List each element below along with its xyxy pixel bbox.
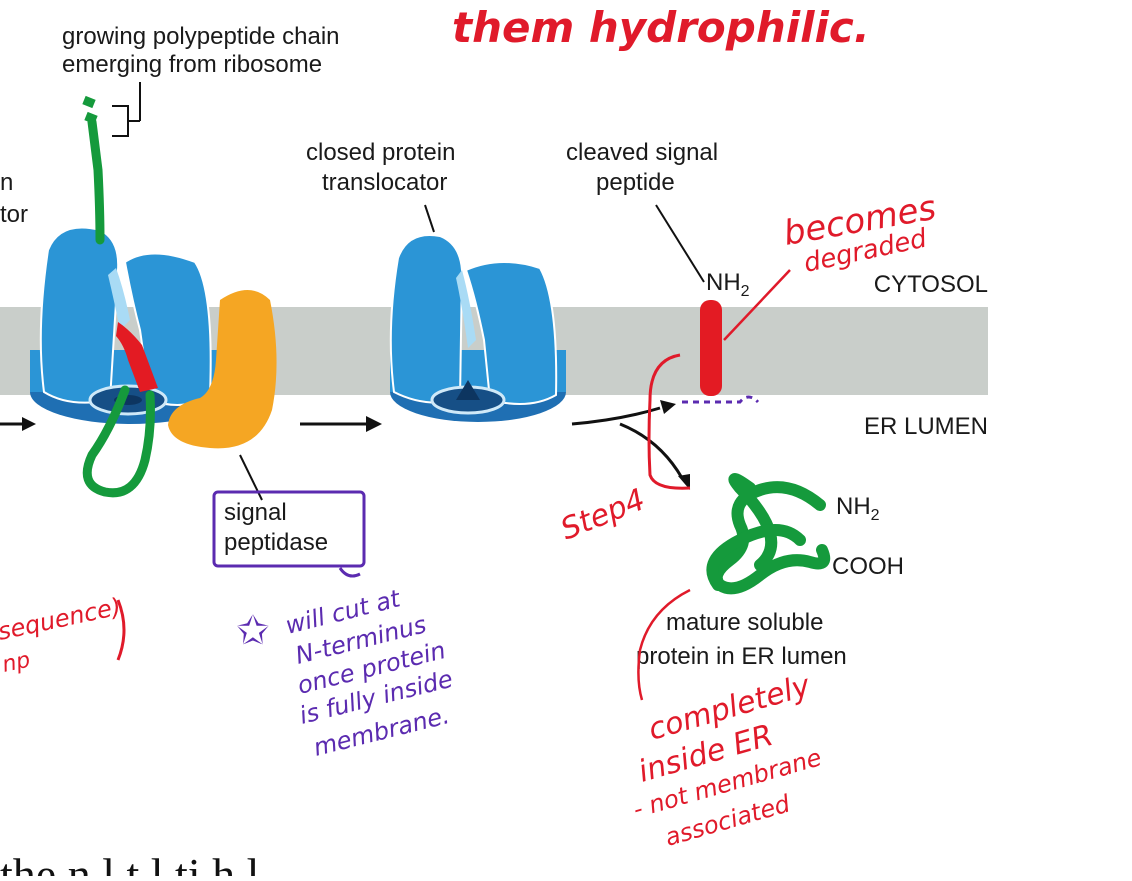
signal-peptidase-shape — [168, 290, 277, 449]
growing-chain-top — [87, 117, 105, 245]
label-mature-1: mature soluble — [666, 609, 823, 636]
chain-dash-1 — [82, 95, 96, 109]
chain-dash-2 — [84, 111, 98, 125]
label-signal-peptidase-1: signal — [224, 499, 287, 526]
bottom-caption: the n l t l ti h l — [0, 849, 259, 876]
arrows — [0, 400, 690, 490]
label-er-lumen: ER LUMEN — [864, 413, 988, 440]
label-cooh: COOH — [832, 553, 904, 580]
label-closed-translocator-1: closed protein — [306, 139, 455, 166]
annotation-red-left-2: np — [0, 648, 33, 678]
label-cytosol: CYTOSOL — [874, 271, 988, 298]
label-nh2-right: NH2 — [836, 493, 880, 524]
label-growing-chain-2: emerging from ribosome — [62, 51, 322, 78]
red-bracket-step4 — [647, 353, 691, 490]
label-cleaved-signal-2: peptide — [596, 169, 675, 196]
mature-protein-loop — [706, 524, 806, 591]
annotation-red-step4: Step4 — [556, 482, 650, 547]
label-left-partial-1: n — [0, 169, 13, 196]
chain-loop — [82, 385, 155, 498]
purple-box — [212, 490, 366, 568]
label-signal-peptidase-2: peptidase — [224, 529, 328, 556]
label-nh2-top: NH2 — [706, 269, 750, 300]
signal-sequence-red — [116, 322, 158, 392]
red-left-paren — [116, 599, 126, 661]
annotation-red-left-1: sequence) — [0, 592, 124, 645]
purple-arrow — [682, 395, 760, 404]
closed-translocator — [389, 234, 566, 422]
label-growing-chain-1: growing polypeptide chain — [62, 23, 340, 50]
red-pointer-completely — [637, 588, 691, 701]
label-mature-2: protein in ER lumen — [636, 643, 847, 670]
cleaved-signal-peptide — [700, 300, 722, 396]
red-pointer-becomes — [723, 269, 791, 341]
annotation-purple-star: ✩ — [236, 608, 270, 654]
annotation-red-top: them hydrophilic. — [452, 3, 870, 52]
purple-bracket — [338, 567, 361, 578]
label-closed-translocator-2: translocator — [322, 169, 447, 196]
label-cleaved-signal-1: cleaved signal — [566, 139, 718, 166]
label-left-partial-2: tor — [0, 201, 28, 228]
